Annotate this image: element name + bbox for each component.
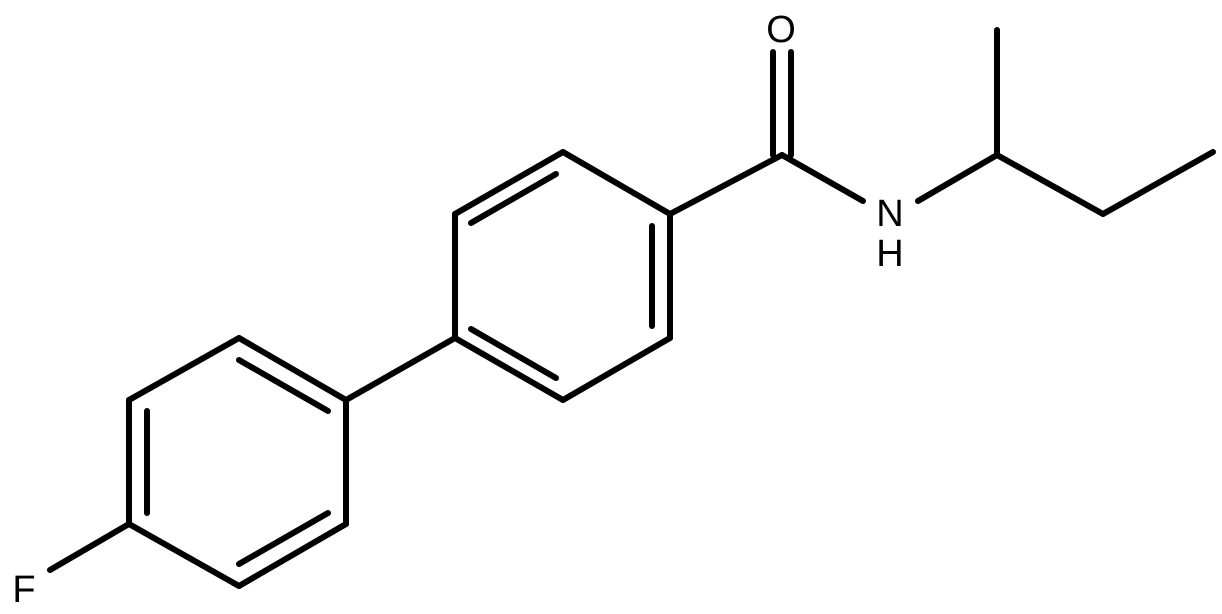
- ring-a-bond-4: [452, 335, 566, 403]
- ring-b-bond-2: [126, 335, 242, 403]
- ring-b-inner-1: [236, 357, 331, 414]
- ring-a-bond-2: [452, 149, 566, 217]
- biaryl-bond: [343, 335, 458, 403]
- ch2-ch3-bond: [1100, 149, 1216, 217]
- carbonyl-ring-bond: [667, 152, 785, 217]
- ring-b-inner-3: [236, 510, 331, 567]
- fluorine-label: F: [12, 569, 35, 611]
- amide-cn-bond: [779, 152, 866, 204]
- nitrogen-label: N: [876, 193, 903, 235]
- c-f-bond: [47, 521, 132, 573]
- ring-a-inner-1: [468, 171, 559, 226]
- ring-a-bond-5: [560, 335, 673, 403]
- ring-b-bond-5: [236, 521, 349, 589]
- oxygen-label: O: [766, 9, 796, 51]
- hydrogen-label: H: [876, 233, 903, 275]
- atom-labels: O N H F: [12, 9, 903, 611]
- n-ch-bond: [915, 152, 1000, 204]
- bonds: [47, 27, 1216, 589]
- ring-a-inner-2: [468, 326, 559, 381]
- ring-a-bond-1: [560, 149, 673, 217]
- ring-b-bond-1: [236, 335, 349, 403]
- ring-b-bond-4: [126, 521, 242, 589]
- ch-ch2-bond: [994, 152, 1106, 217]
